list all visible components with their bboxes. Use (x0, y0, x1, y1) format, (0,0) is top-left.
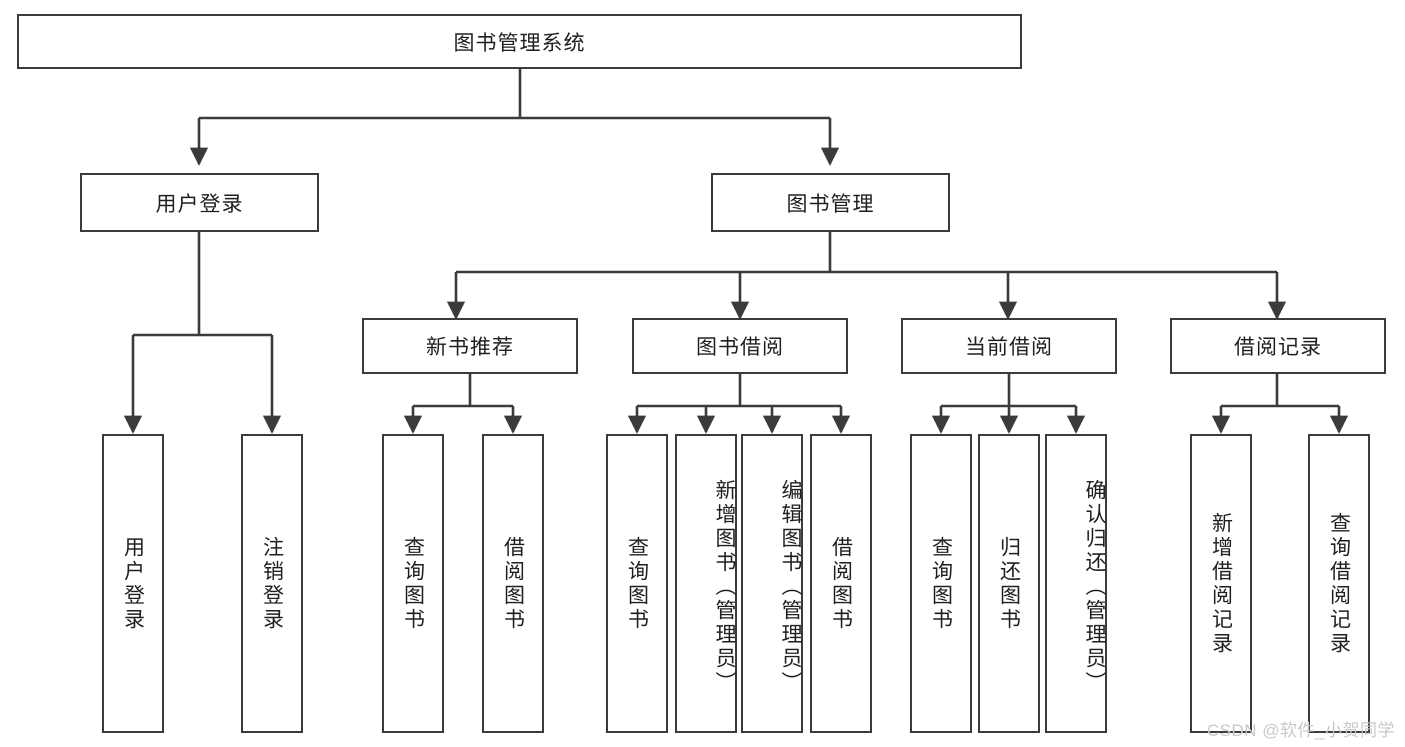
node-leaf-return-book[interactable]: 归还图书 (978, 434, 1040, 733)
node-current-borrow[interactable]: 当前借阅 (901, 318, 1117, 374)
node-current-borrow-label: 当前借阅 (965, 336, 1053, 359)
node-leaf-confirm-return-label: 确认归还（管理员） (1083, 478, 1106, 695)
node-user-login[interactable]: 用户登录 (80, 173, 319, 232)
node-leaf-query-borrow-record-label: 查询借阅记录 (1327, 511, 1351, 656)
node-leaf-query-book-1-label: 查询图书 (401, 535, 425, 632)
node-leaf-query-book-3[interactable]: 查询图书 (910, 434, 972, 733)
node-leaf-edit-book[interactable]: 编辑图书（管理员） (741, 434, 803, 733)
node-leaf-logout-label: 注销登录 (260, 535, 284, 632)
node-leaf-add-borrow-record[interactable]: 新增借阅记录 (1190, 434, 1252, 733)
node-leaf-query-book-2-label: 查询图书 (625, 535, 649, 632)
node-borrow-record-label: 借阅记录 (1234, 336, 1322, 359)
node-book-management[interactable]: 图书管理 (711, 173, 950, 232)
node-root-label: 图书管理系统 (453, 31, 586, 55)
node-leaf-query-borrow-record[interactable]: 查询借阅记录 (1308, 434, 1370, 733)
node-leaf-query-book-3-label: 查询图书 (929, 535, 953, 632)
node-leaf-query-book-1[interactable]: 查询图书 (382, 434, 444, 733)
node-leaf-borrow-book-1[interactable]: 借阅图书 (482, 434, 544, 733)
node-new-book-recommend[interactable]: 新书推荐 (362, 318, 578, 374)
node-leaf-query-book-2[interactable]: 查询图书 (606, 434, 668, 733)
node-leaf-return-book-label: 归还图书 (997, 535, 1021, 632)
node-root[interactable]: 图书管理系统 (17, 14, 1022, 69)
node-leaf-borrow-book-2-label: 借阅图书 (829, 535, 853, 632)
node-leaf-add-book-label: 新增图书（管理员） (713, 478, 736, 695)
node-leaf-add-borrow-record-label: 新增借阅记录 (1209, 511, 1233, 656)
node-new-book-recommend-label: 新书推荐 (426, 336, 514, 359)
node-leaf-borrow-book-1-label: 借阅图书 (501, 535, 525, 632)
node-book-borrow-label: 图书借阅 (696, 336, 784, 359)
node-borrow-record[interactable]: 借阅记录 (1170, 318, 1386, 374)
node-leaf-confirm-return[interactable]: 确认归还（管理员） (1045, 434, 1107, 733)
node-book-management-label: 图书管理 (786, 192, 875, 216)
node-leaf-logout[interactable]: 注销登录 (241, 434, 303, 733)
node-leaf-user-login[interactable]: 用户登录 (102, 434, 164, 733)
node-leaf-borrow-book-2[interactable]: 借阅图书 (810, 434, 872, 733)
node-leaf-add-book[interactable]: 新增图书（管理员） (675, 434, 737, 733)
node-leaf-user-login-label: 用户登录 (121, 535, 145, 632)
node-user-login-label: 用户登录 (155, 192, 244, 216)
node-leaf-edit-book-label: 编辑图书（管理员） (779, 478, 802, 695)
node-book-borrow[interactable]: 图书借阅 (632, 318, 848, 374)
